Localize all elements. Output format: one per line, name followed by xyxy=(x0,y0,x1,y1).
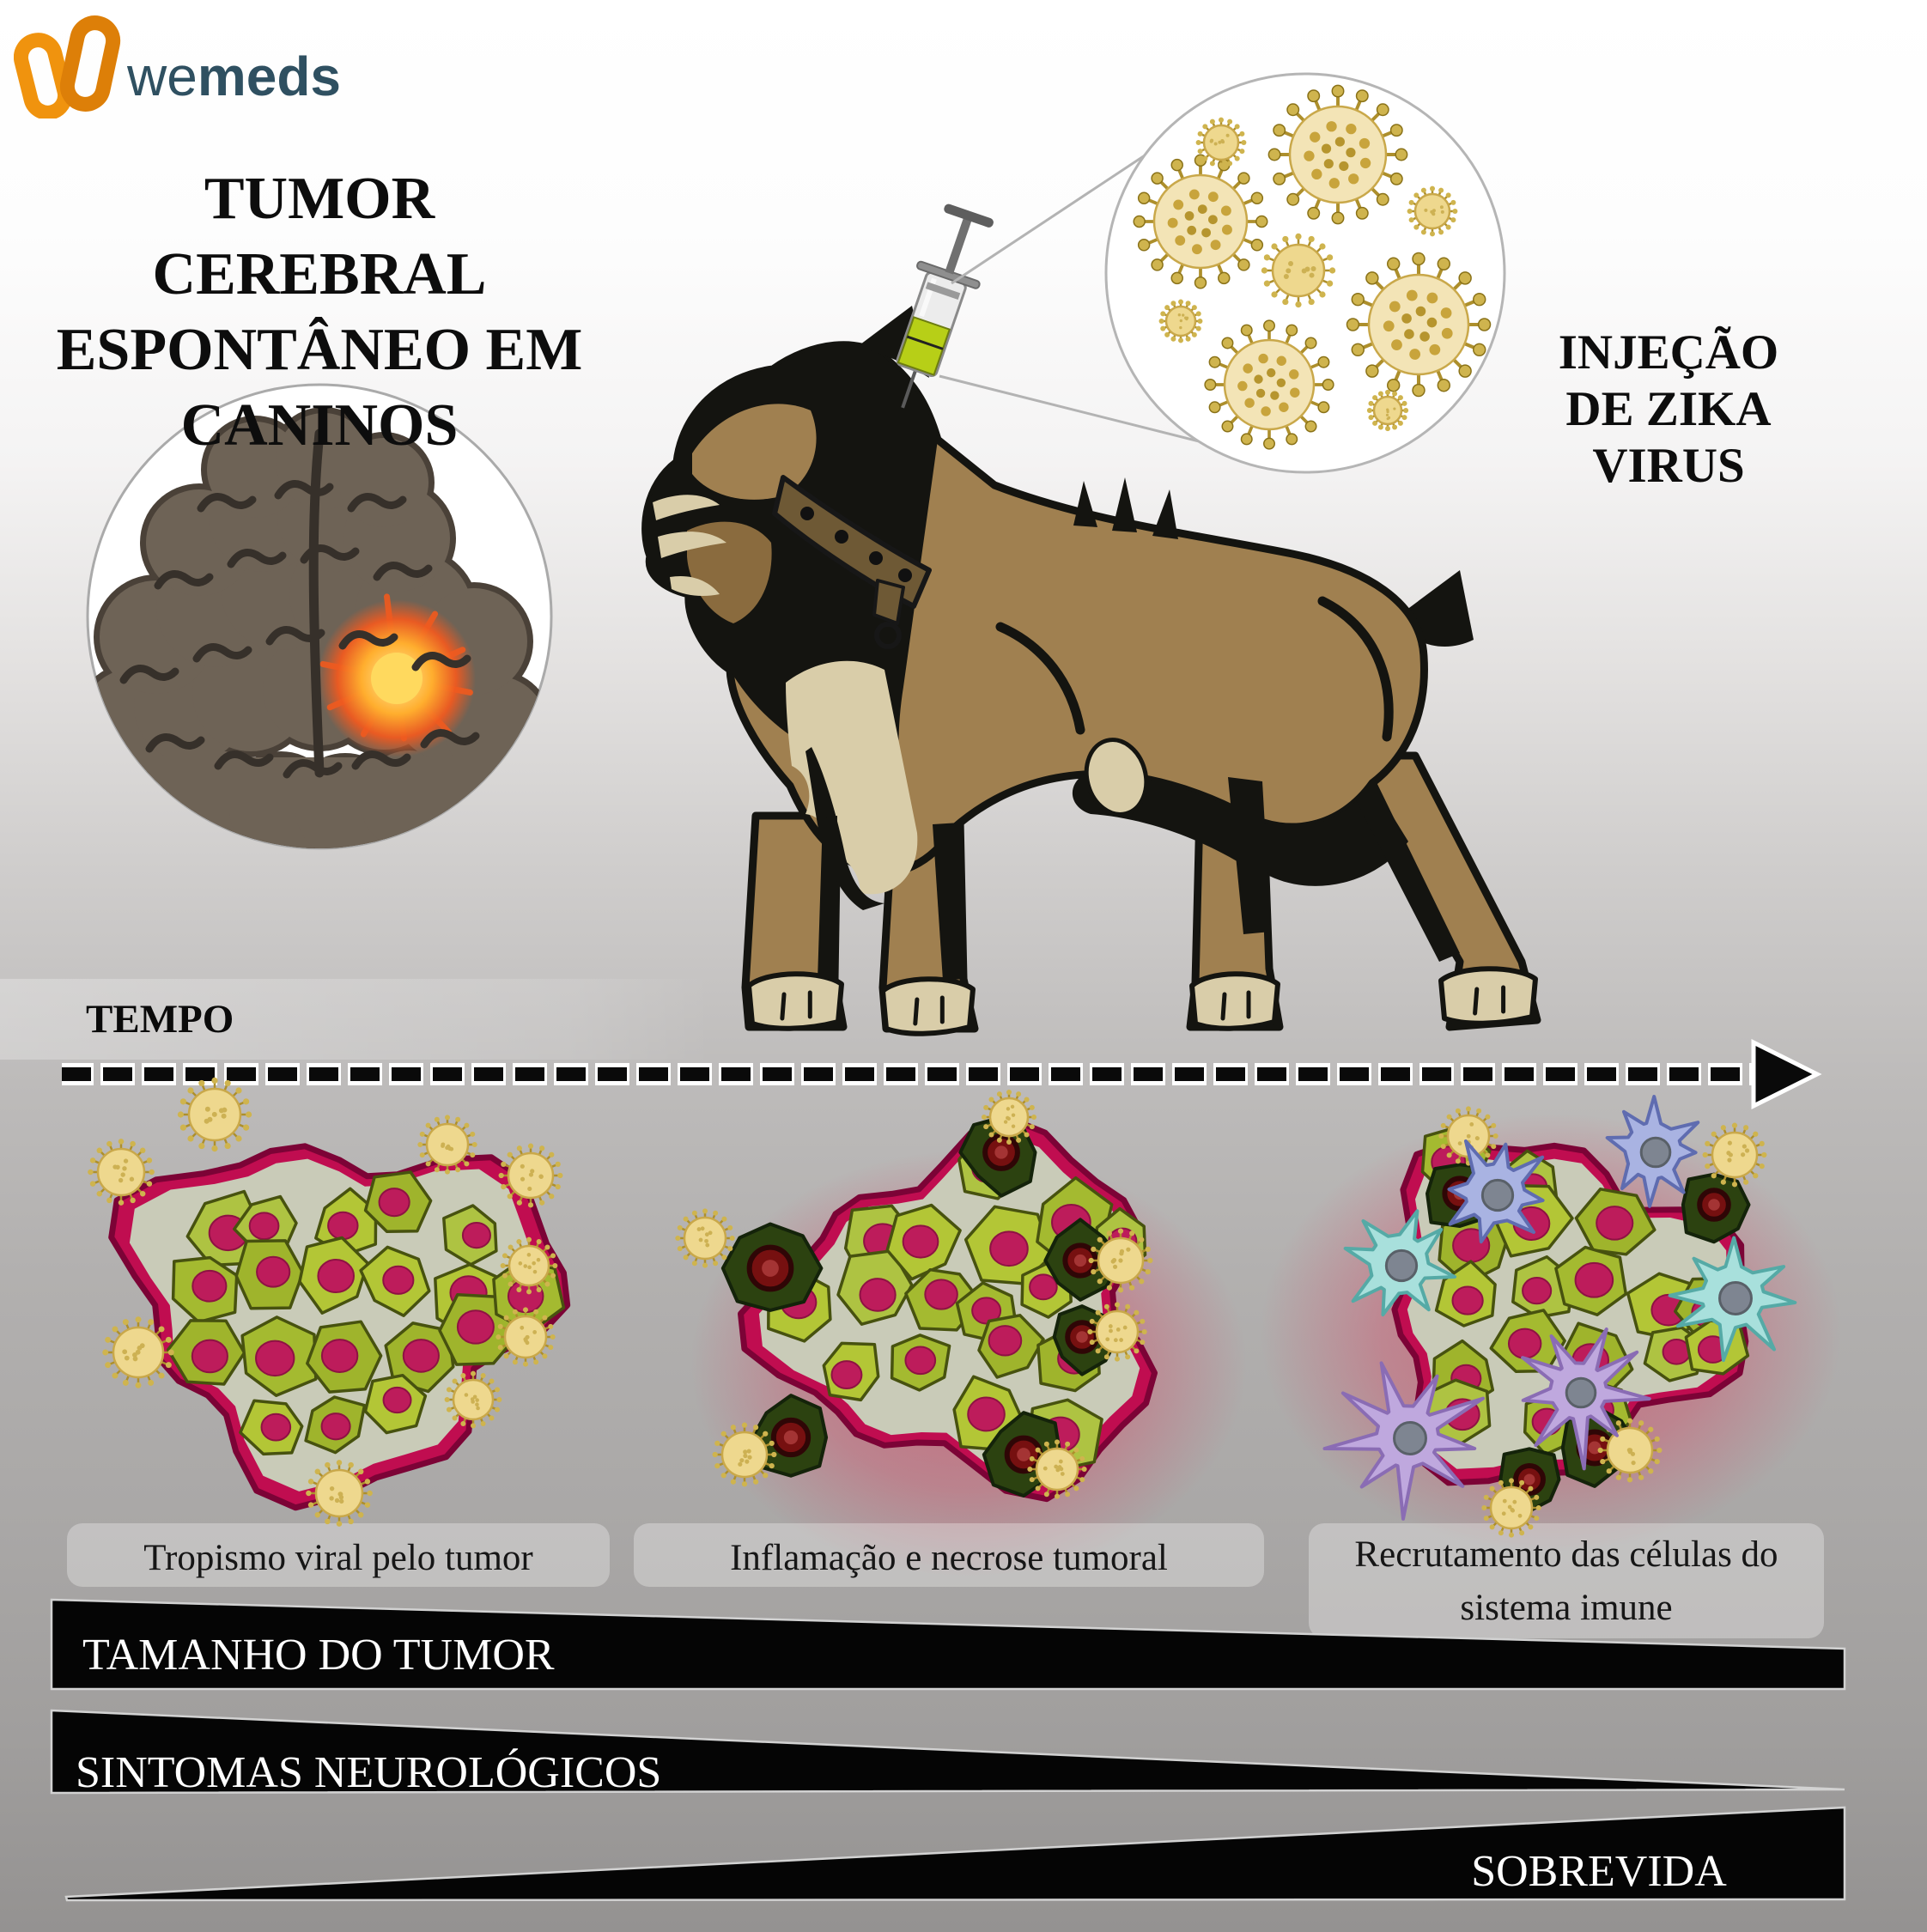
zika-virus-icon xyxy=(498,1143,563,1208)
zika-virus-icon xyxy=(495,1307,556,1367)
necrotic-cell-icon xyxy=(720,1222,824,1312)
zika-virus-icon xyxy=(1366,389,1409,432)
dog-illustration xyxy=(641,306,1541,1036)
zika-virus-icon xyxy=(177,1077,252,1152)
syringe-icon xyxy=(896,204,994,409)
collar xyxy=(772,475,932,649)
page-title: TUMOR CEREBRAL ESPONTÂNEO EM CANINOS xyxy=(53,161,586,464)
zika-virus-icon xyxy=(102,1316,174,1388)
zika-virus-icon xyxy=(1267,84,1408,225)
zika-virus-icon xyxy=(1702,1122,1767,1188)
wedge-sintomas-neurologicos xyxy=(50,1709,1845,1795)
immune-cell-icon xyxy=(1343,1209,1457,1317)
necrotic-cell-icon xyxy=(751,1394,829,1478)
zika-virus-icon xyxy=(1195,117,1247,168)
logo-text-we: we xyxy=(127,46,198,107)
zika-virus-icon xyxy=(981,1089,1037,1145)
tempo-band xyxy=(0,979,713,1060)
tempo-label: TEMPO xyxy=(86,997,234,1042)
zika-virus-icon xyxy=(444,1370,502,1429)
tumor-stage-2 xyxy=(675,1089,1158,1503)
brain-icon xyxy=(88,407,551,848)
stage-label-text: Recrutamento das células do xyxy=(1354,1534,1778,1575)
necrotic-cell-icon xyxy=(1681,1172,1751,1244)
wedge-label-sintomas: SINTOMAS NEUROLÓGICOS xyxy=(76,1748,662,1797)
title-line: CANINOS xyxy=(180,392,459,459)
zika-virus-icon xyxy=(1027,1439,1087,1499)
stage-label-tropismo: Tropismo viral pelo tumor xyxy=(67,1532,610,1585)
tumor-stage-3 xyxy=(1322,1095,1797,1538)
immune-cell-icon xyxy=(1521,1327,1651,1471)
zika-virus-icon xyxy=(1481,1478,1541,1538)
timeline-arrow xyxy=(62,1038,1822,1110)
zika-virus-particles xyxy=(1133,84,1492,450)
zika-virus-icon xyxy=(306,1460,373,1527)
injection-label: INJEÇÃO DE ZIKA VIRUS xyxy=(1475,325,1862,495)
stage-label-band xyxy=(67,1523,610,1587)
wedge-label-sobrevida: SOBREVIDA xyxy=(1471,1847,1727,1896)
zika-virus-icon xyxy=(1346,252,1492,398)
stage-label-text: Inflamação e necrose tumoral xyxy=(730,1538,1168,1578)
zika-virus-circle xyxy=(1104,72,1506,474)
immune-cell-icon xyxy=(1322,1361,1485,1521)
stage-label-recrutamento: Recrutamento das células do sistema imun… xyxy=(1309,1528,1824,1635)
stage-label-inflamacao: Inflamação e necrose tumoral xyxy=(634,1532,1264,1585)
zika-virus-icon xyxy=(1407,185,1458,237)
tumor-stages-layer xyxy=(88,1077,1797,1538)
zika-virus-icon xyxy=(1088,1228,1153,1293)
zika-virus-icon xyxy=(675,1208,735,1268)
zika-virus-icon xyxy=(1261,233,1336,308)
stage-label-text: sistema imune xyxy=(1460,1588,1673,1628)
brain-tumor-circle xyxy=(86,383,553,850)
zika-virus-icon xyxy=(88,1139,155,1206)
stage-label-band xyxy=(634,1523,1264,1587)
paw xyxy=(746,971,844,1031)
zika-virus-icon xyxy=(417,1115,477,1175)
injection-line: INJEÇÃO xyxy=(1558,325,1779,380)
tumor-stage-1 xyxy=(88,1077,571,1527)
title-line: TUMOR CEREBRAL xyxy=(152,166,487,307)
zika-virus-icon xyxy=(1158,299,1203,343)
wedge-tamanho-do-tumor xyxy=(50,1598,1846,1691)
wedge-sobrevida xyxy=(64,1806,1846,1902)
zika-virus-icon xyxy=(1133,154,1268,289)
paw xyxy=(1189,971,1280,1031)
zika-virus-icon xyxy=(500,1236,558,1295)
wemeds-logo-icon xyxy=(14,15,121,118)
zika-virus-icon xyxy=(712,1422,777,1487)
stage-label-band xyxy=(1309,1523,1824,1638)
wedge-label-tamanho: TAMANHO DO TUMOR xyxy=(82,1631,555,1680)
immune-cell-icon xyxy=(1605,1095,1700,1208)
paw xyxy=(1438,966,1538,1026)
injection-line: VIRUS xyxy=(1592,439,1745,493)
stage-label-text: Tropismo viral pelo tumor xyxy=(143,1538,533,1578)
paw xyxy=(880,976,976,1036)
immune-cell-icon xyxy=(1447,1139,1545,1244)
injection-line: DE ZIKA xyxy=(1565,382,1772,436)
immune-cell-icon xyxy=(1668,1236,1797,1362)
zika-virus-icon xyxy=(1087,1302,1147,1362)
logo-text-meds: meds xyxy=(197,46,341,107)
zika-virus-icon xyxy=(1204,319,1334,450)
title-line: ESPONTÂNEO EM xyxy=(56,317,583,383)
wemeds-logo: wemeds xyxy=(14,15,341,118)
